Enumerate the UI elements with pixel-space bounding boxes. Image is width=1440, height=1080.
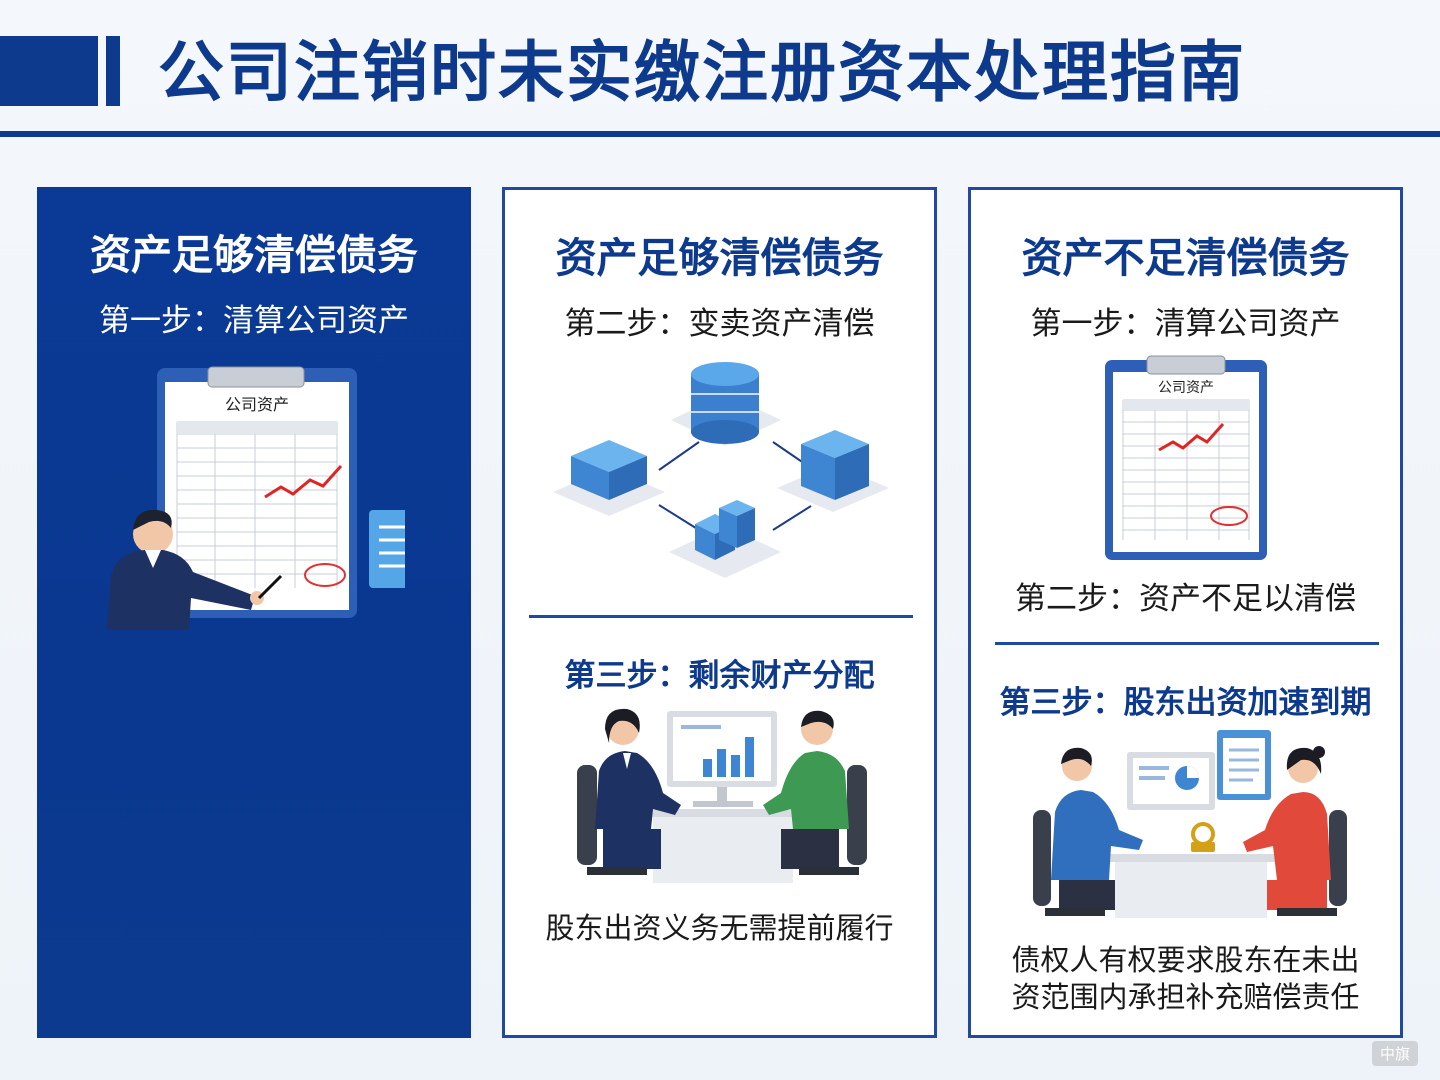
clipboard-clip	[1146, 355, 1226, 375]
bar-chart-icon	[703, 737, 754, 777]
creditor-meeting-illustration	[1033, 730, 1347, 918]
panel-step-2: 第二步：变卖资产清偿	[564, 306, 875, 342]
panel-step-1: 第一步：清算公司资产	[99, 303, 409, 339]
stamp-seal-icon	[1191, 822, 1215, 846]
person-left-icon	[577, 708, 681, 875]
panel-title: 资产足够清偿债务	[555, 234, 884, 282]
panel-divider	[995, 642, 1379, 645]
clipboard-clip	[207, 366, 305, 388]
clipboard-paper	[165, 382, 349, 610]
header-rule	[0, 131, 1440, 137]
page-title: 公司注销时未实缴注册资本处理指南	[158, 34, 1246, 111]
asset-network-illustration	[553, 362, 889, 578]
person-left-icon	[1033, 747, 1143, 916]
meeting-illustration	[577, 708, 867, 883]
panel-note: 股东出资义务无需提前履行	[545, 911, 894, 945]
clipboard-label: 公司资产	[225, 395, 289, 414]
panel-divider	[529, 615, 913, 618]
database-icon	[671, 362, 781, 446]
panel-note-line-1: 债权人有权要求股东在未出	[1011, 943, 1360, 977]
server-right-icon	[777, 430, 889, 512]
person-right-icon	[1243, 746, 1347, 916]
person-right-icon	[763, 710, 867, 875]
presenter-person-icon	[107, 509, 283, 630]
panel-assets-sufficient-step1: 资产足够清偿债务 第一步：清算公司资产 公司资产	[37, 187, 471, 1038]
clipboard-illustration: 公司资产	[1105, 355, 1267, 560]
panel-step-1: 第一步：清算公司资产	[1030, 306, 1341, 342]
red-seal-icon	[304, 563, 346, 587]
header-accent-bar	[0, 36, 98, 106]
clipboard-label: 公司资产	[1158, 380, 1214, 396]
clipboard-presenter-illustration: 公司资产	[107, 366, 405, 630]
panel-step-3: 第三步：股东出资加速到期	[999, 685, 1372, 721]
panel-step-3: 第三步：剩余财产分配	[564, 658, 875, 694]
header-accent-stripe	[106, 36, 120, 106]
panel-assets-sufficient-steps2-3: 资产足够清偿债务 第二步：变卖资产清偿	[502, 187, 937, 1038]
watermark: 中旗	[1371, 1041, 1418, 1066]
trend-line-icon	[264, 464, 343, 499]
table-top	[1091, 854, 1291, 862]
panel-assets-insufficient: 资产不足清偿债务 第一步：清算公司资产 公司资产 第二步：资产不足以清偿 第三步…	[968, 187, 1403, 1038]
server-left-icon	[553, 440, 665, 516]
table-header-row	[177, 422, 337, 434]
red-seal-icon	[1210, 506, 1248, 526]
trend-line-icon	[1158, 423, 1225, 452]
panel-title: 资产足够清偿债务	[90, 231, 418, 279]
panel-step-2: 第二步：资产不足以清偿	[1015, 581, 1356, 617]
panel-title: 资产不足清偿债务	[1021, 234, 1350, 282]
document-card-icon	[369, 510, 405, 588]
asset-blocks-icon	[669, 500, 781, 578]
panel-note-line-2: 资范围内承担补充赔偿责任	[1011, 980, 1360, 1014]
